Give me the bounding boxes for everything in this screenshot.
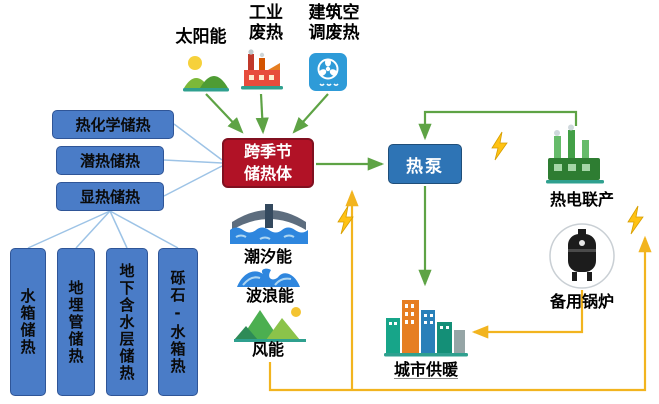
box-gravel-water-storage: 砾石-水箱热	[158, 248, 198, 396]
label-industrial-waste-heat: 工业 废热	[249, 3, 283, 44]
label-solar: 太阳能	[175, 27, 227, 47]
box-thermochemical-storage: 热化学储热	[52, 110, 174, 139]
label-tidal-energy: 潮汐能	[243, 247, 292, 266]
label-wave-energy: 波浪能	[245, 286, 294, 305]
tidal-dam-icon	[230, 196, 308, 250]
label-wind-energy: 风能	[251, 340, 284, 359]
box-latent-heat-storage: 潜热储热	[56, 146, 164, 175]
ocean-wave-icon	[237, 266, 301, 292]
heat-flow-arrows	[205, 93, 578, 287]
solar-hills-icon	[182, 52, 230, 98]
label-building-ac-waste-heat: 建筑空 调废热	[308, 3, 360, 44]
mountains-icon	[234, 304, 306, 346]
box-sensible-heat-storage: 显热储热	[56, 182, 164, 211]
label-city-heating: 城市供暖	[393, 360, 458, 379]
label-backup-boiler: 备用锅炉	[549, 292, 614, 311]
air-conditioner-icon	[308, 52, 348, 96]
storage-type-connectors	[27, 123, 223, 249]
box-borehole-storage: 地埋管储热	[57, 248, 95, 396]
label-chp: 热电联产	[549, 190, 614, 209]
chp-plant-icon	[544, 124, 608, 190]
lightning-group	[337, 131, 644, 235]
box-aquifer-storage: 地下含水层储热	[106, 248, 148, 396]
backup-boiler-icon	[548, 222, 616, 294]
lightning-icon	[627, 205, 644, 235]
box-water-tank-storage: 水箱储热	[10, 248, 46, 396]
electricity-lines	[268, 189, 652, 392]
lightning-icon	[337, 205, 354, 235]
lightning-icon	[491, 131, 508, 161]
box-seasonal-storage-body: 跨季节 储热体	[222, 138, 314, 188]
city-skyline-icon	[384, 290, 468, 362]
box-heat-pump: 热泵	[388, 144, 462, 184]
factory-icon	[240, 48, 284, 96]
